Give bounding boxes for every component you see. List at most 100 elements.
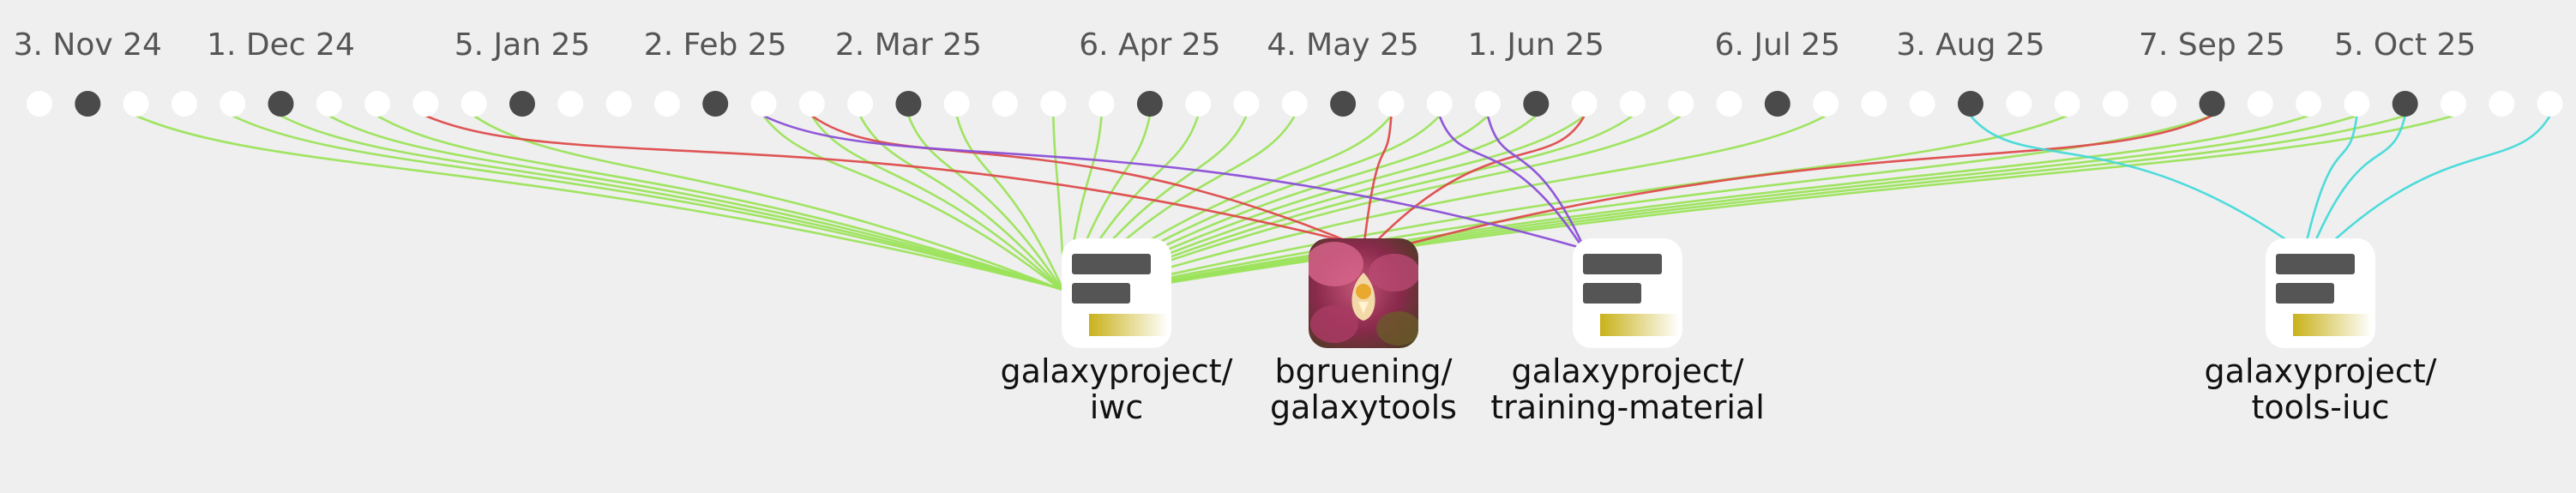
timeline-dot <box>847 91 874 117</box>
date-label: 6. Apr 25 <box>1079 27 1220 63</box>
link-iwc <box>232 114 1057 289</box>
link-iwc <box>1079 114 2406 298</box>
link-iwc <box>1072 114 1586 296</box>
timeline-dot-highlighted <box>509 91 535 117</box>
repo-name-label: tools-iuc <box>2252 388 2390 426</box>
timeline-dot-highlighted <box>1136 91 1163 117</box>
timeline-dot <box>2247 91 2273 117</box>
timeline-dot <box>2054 91 2080 117</box>
timeline-dot <box>171 91 197 117</box>
timeline-dot-highlighted <box>2392 91 2418 117</box>
link-galaxytools <box>811 114 1362 249</box>
link-iwc <box>907 115 1064 292</box>
link-galaxytools <box>1365 115 1586 253</box>
timeline-dot <box>798 91 825 117</box>
timeline-dot-highlighted <box>702 91 729 117</box>
timeline-dot <box>2441 91 2466 117</box>
timeline-dot-highlighted <box>75 91 101 117</box>
date-label: 5. Jan 25 <box>454 27 591 63</box>
link-iwc <box>1074 114 1682 297</box>
timeline-dot <box>750 91 777 117</box>
timeline-dot <box>1619 91 1646 117</box>
date-label: 5. Oct 25 <box>2334 27 2476 63</box>
link-iwc <box>135 114 1056 289</box>
link-iwc <box>810 115 1062 291</box>
repo-node-iwc[interactable]: galaxyproject/iwc <box>1001 238 1233 426</box>
timeline-dot <box>1909 91 1935 117</box>
date-label: 4. May 25 <box>1267 27 1418 63</box>
timeline-dot <box>1571 91 1598 117</box>
link-iwc <box>955 115 1065 292</box>
timeline-dot <box>1233 91 1260 117</box>
repo-name-label: iwc <box>1090 388 1144 426</box>
timeline-dot <box>1668 91 1694 117</box>
repo-node-galaxytools[interactable]: bgruening/galaxytools <box>1270 238 1457 426</box>
repo-owner-label: galaxyproject/ <box>2205 352 2437 390</box>
timeline-dot <box>1813 91 1839 117</box>
timeline-dot <box>2102 91 2128 117</box>
timeline-dot <box>1088 91 1115 117</box>
timeline-dot <box>2537 91 2563 117</box>
link-iwc <box>762 115 1062 291</box>
repo-owner-label: bgruening/ <box>1275 352 1453 390</box>
timeline-dot-highlighted <box>1764 91 1791 117</box>
link-iwc <box>1052 115 1066 292</box>
timeline-dot <box>1185 91 1212 117</box>
timeline-dot-highlighted <box>268 91 294 117</box>
timeline-dot <box>1716 91 1742 117</box>
date-label: 1. Jun 25 <box>1468 27 1604 63</box>
link-toolsiuc <box>2314 115 2551 260</box>
link-toolsiuc <box>1969 115 2300 250</box>
timeline-dot <box>2344 91 2370 117</box>
date-label: 3. Nov 24 <box>14 27 162 63</box>
timeline-dot <box>2296 91 2322 117</box>
timeline-dot-highlighted <box>1958 91 1983 117</box>
timeline-dot <box>992 91 1018 117</box>
repo-node-training[interactable]: galaxyproject/training-material <box>1490 238 1765 426</box>
link-iwc <box>1074 114 1827 297</box>
date-label: 2. Mar 25 <box>835 27 982 63</box>
link-training <box>1438 115 1588 255</box>
timeline-dot <box>220 91 246 117</box>
orchid-avatar-icon <box>1309 238 1418 348</box>
link-training <box>1486 115 1591 260</box>
timeline-dot <box>557 91 584 117</box>
timeline-dot <box>27 91 52 117</box>
link-iwc <box>858 115 1063 292</box>
repo-owner-label: galaxyproject/ <box>1512 352 1744 390</box>
date-label: 2. Feb 25 <box>644 27 787 63</box>
timeline-dot <box>1378 91 1405 117</box>
link-galaxytools <box>1362 115 1393 250</box>
timeline-dot-highlighted <box>1330 91 1357 117</box>
repo-bars-icon <box>1573 238 1682 348</box>
timeline-dot <box>1861 91 1887 117</box>
date-label: 7. Sep 25 <box>2139 27 2285 63</box>
timeline-dot <box>2006 91 2032 117</box>
timeline-dot <box>2489 91 2515 117</box>
link-iwc <box>1073 114 1634 296</box>
link-toolsiuc <box>2308 115 2406 256</box>
link-iwc <box>376 114 1059 290</box>
timeline-dot <box>2151 91 2177 117</box>
timeline-dot-highlighted <box>1523 91 1550 117</box>
timeline-dot-highlighted <box>2199 91 2225 117</box>
timeline-dot <box>364 91 391 117</box>
timeline-dot <box>1040 91 1067 117</box>
timeline-dot <box>653 91 680 117</box>
repo-node-toolsiuc[interactable]: galaxyproject/tools-iuc <box>2205 238 2437 426</box>
link-training <box>762 114 1585 250</box>
repo-bars-icon <box>2266 238 2375 348</box>
timeline-dot <box>1281 91 1308 117</box>
date-labels: 3. Nov 24 1. Dec 24 5. Jan 25 2. Feb 25 2. M… <box>14 27 2477 63</box>
timeline-dot <box>460 91 487 117</box>
link-iwc <box>328 114 1058 290</box>
timeline-dot <box>412 91 439 117</box>
date-label: 1. Dec 24 <box>207 27 355 63</box>
timeline-dot <box>605 91 632 117</box>
timeline-dot <box>316 91 342 117</box>
link-iwc <box>1078 114 2357 298</box>
link-iwc <box>280 114 1058 290</box>
repo-name-label: galaxytools <box>1270 388 1457 426</box>
